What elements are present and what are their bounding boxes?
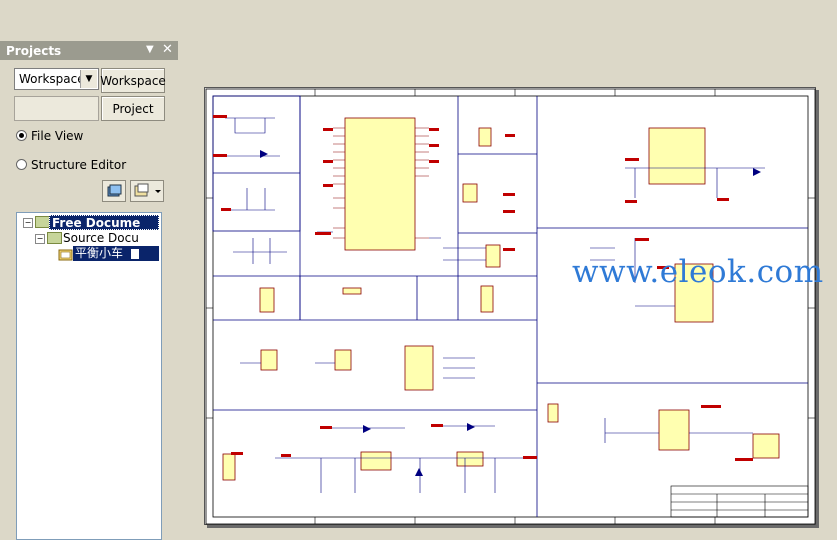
tree-root-free-documents[interactable]: Free Docume bbox=[49, 215, 159, 230]
file-view-radio[interactable]: File View bbox=[16, 129, 83, 143]
radio-dot-icon bbox=[16, 159, 27, 170]
workspace-select[interactable]: Workspace1 ▼ bbox=[14, 68, 99, 90]
tree-file-label: 平衡小车 bbox=[75, 246, 124, 260]
document-dropdown-icon bbox=[134, 183, 161, 197]
projects-panel: Projects ▼ ✕ Workspace1 ▼ Workspace Proj… bbox=[0, 41, 178, 540]
file-view-label: File View bbox=[31, 129, 84, 143]
panel-title-bar: Projects ▼ ✕ bbox=[0, 41, 178, 60]
project-tree[interactable]: − Free Docume − Source Docu 平衡小车 bbox=[16, 212, 162, 540]
schematic-drawing bbox=[205, 88, 816, 525]
workspace-button[interactable]: Workspace bbox=[100, 68, 166, 93]
collapse-icon[interactable]: − bbox=[35, 234, 45, 244]
watermark: www.eleok.com bbox=[572, 254, 824, 290]
document-icon bbox=[130, 248, 139, 259]
project-name-field bbox=[14, 96, 99, 121]
folder-icon bbox=[47, 232, 62, 244]
project-button[interactable]: Project bbox=[101, 96, 165, 121]
close-icon[interactable]: ✕ bbox=[162, 42, 173, 57]
folder-icon bbox=[35, 216, 50, 228]
tree-file-balance-car[interactable]: 平衡小车 bbox=[73, 246, 159, 261]
chevron-down-icon[interactable]: ▼ bbox=[80, 70, 97, 88]
workspace-select-value: Workspace1 bbox=[19, 72, 93, 86]
project-icon-button[interactable] bbox=[102, 180, 126, 202]
pin-icon[interactable]: ▼ bbox=[146, 44, 154, 55]
project-icon bbox=[107, 184, 122, 197]
collapse-icon[interactable]: − bbox=[23, 218, 33, 228]
structure-editor-radio[interactable]: Structure Editor bbox=[16, 158, 126, 172]
tree-source-documents[interactable]: Source Docu bbox=[63, 231, 139, 245]
radio-dot-icon bbox=[16, 130, 27, 141]
panel-title: Projects bbox=[6, 44, 62, 58]
schematic-sheet[interactable] bbox=[204, 87, 816, 525]
structure-editor-label: Structure Editor bbox=[31, 158, 127, 172]
schematic-doc-icon bbox=[58, 249, 73, 261]
open-document-button[interactable] bbox=[130, 180, 164, 202]
